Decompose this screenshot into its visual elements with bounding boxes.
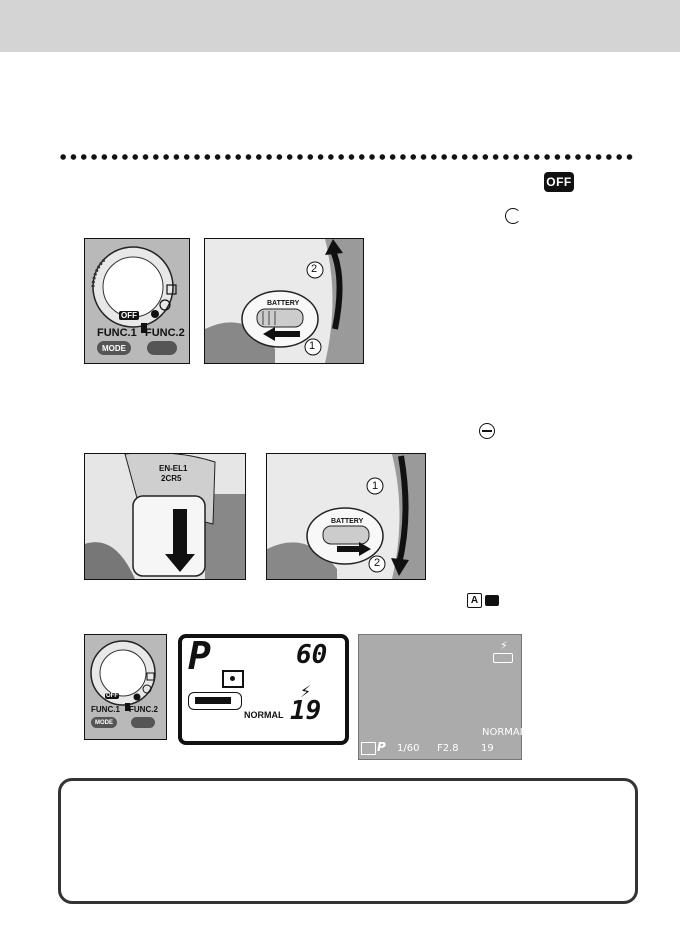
battery-label: BATTERY [331, 518, 364, 525]
off-position-label: OFF [105, 693, 119, 699]
monitor-frames: 19 [481, 743, 494, 754]
note-box [58, 778, 638, 904]
lcd-frames: 19 [290, 696, 322, 726]
lcd-quality: NORMAL [244, 710, 284, 720]
metering-icon [361, 742, 376, 755]
monitor-shutter: 1/60 [397, 743, 420, 754]
battery-cover-close-illustration [267, 454, 425, 579]
dotted-divider [58, 150, 636, 164]
step-1-marker: 1 [309, 340, 316, 352]
monitor-quality: NORMAL [482, 727, 526, 738]
func1-label: FUNC.1 [91, 705, 120, 714]
mode-dial-auto-figure: OFF FUNC.1 FUNC.2 MODE [84, 634, 167, 740]
page-header-band [0, 0, 680, 52]
camera-icon [485, 595, 499, 606]
step-2-marker: 2 [311, 263, 318, 275]
step-2-marker: 2 [374, 557, 381, 569]
mode-icons: A [467, 593, 499, 608]
auto-mode-icon: A [467, 593, 482, 608]
battery-model-label: EN-EL1 [159, 464, 188, 473]
exposure-comp-button [131, 717, 155, 728]
battery-frame-icon [188, 692, 242, 710]
battery-cover-close-figure: BATTERY 1 2 [266, 453, 426, 580]
mode-button: MODE [91, 717, 117, 728]
battery-alt-label: 2CR5 [161, 474, 182, 483]
monitor-aperture: F2.8 [437, 743, 459, 754]
lcd-mode: P [188, 634, 211, 678]
monitor-display: ⚡ NORMAL P 1/60 F2.8 19 [358, 634, 526, 760]
exposure-comp-button [147, 341, 177, 355]
func1-label: FUNC.1 [97, 327, 137, 339]
metering-icon [222, 670, 244, 688]
flash-icon: ⚡ [300, 684, 312, 701]
control-panel-lcd: P 60 ⚡ NORMAL 19 [178, 634, 349, 745]
insert-battery-illustration [85, 454, 245, 579]
insert-battery-figure: EN-EL1 2CR5 [84, 453, 246, 580]
battery-close-symbol-icon [479, 423, 495, 439]
mode-dial-illustration [91, 246, 177, 333]
battery-open-symbol-icon [505, 208, 521, 224]
mode-button: MODE [97, 341, 131, 355]
battery-cover-open-illustration [205, 239, 363, 363]
off-position-label: OFF [119, 311, 139, 320]
lcd-shutter: 60 [296, 640, 328, 670]
mode-dial-auto-illustration [90, 640, 156, 711]
battery-icon [493, 653, 513, 663]
func2-label: FUNC.2 [129, 705, 158, 714]
func2-label: FUNC.2 [145, 327, 185, 339]
flash-icon: ⚡ [500, 640, 508, 652]
battery-label: BATTERY [267, 300, 300, 307]
battery-cover-open-figure: BATTERY 2 1 [204, 238, 364, 364]
monitor-mode: P [377, 740, 386, 754]
step-1-marker: 1 [372, 480, 379, 492]
off-badge-icon: OFF [544, 172, 574, 192]
mode-dial-figure: OFF FUNC.1 FUNC.2 MODE [84, 238, 190, 364]
